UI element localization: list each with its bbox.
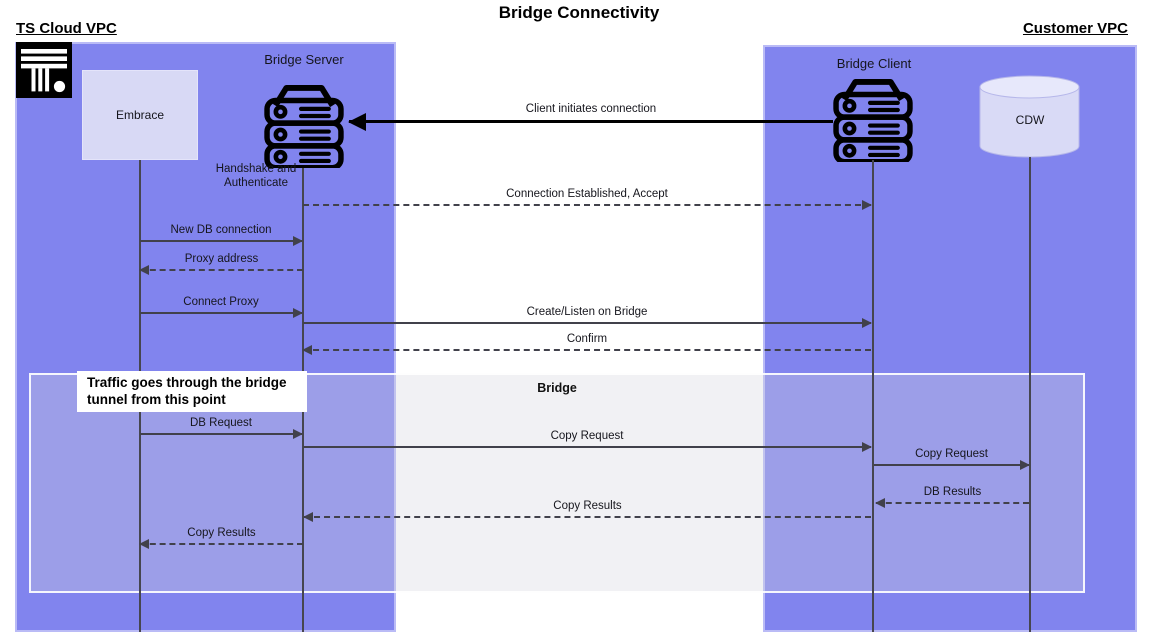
arrowhead-icon	[862, 200, 872, 210]
bridge-client-label: Bridge Client	[836, 56, 912, 71]
participant-embrace: Embrace	[82, 70, 198, 160]
arrowhead-icon	[139, 539, 149, 549]
arrowhead-icon	[139, 265, 149, 275]
database-cylinder-icon	[979, 75, 1080, 158]
message-label: DB Results	[923, 486, 982, 498]
message-label: Copy Results	[187, 527, 256, 539]
message-client-initiates-connection: Client initiates connection	[348, 103, 833, 131]
message-line	[303, 318, 872, 328]
lifeline-cdw	[1029, 157, 1031, 632]
message-line	[303, 512, 871, 522]
message-label: Copy Request	[915, 448, 988, 460]
arrowhead-icon	[303, 512, 313, 522]
arrowhead-icon	[293, 236, 303, 246]
message-connection-established: Connection Established, Accept	[303, 188, 872, 210]
lifeline-bridge-client	[872, 160, 874, 632]
arrowhead-icon	[293, 308, 303, 318]
message-label: Copy Request	[550, 430, 624, 442]
bridge-region-label: Bridge	[537, 381, 577, 395]
message-label: New DB connection	[170, 224, 272, 236]
message-new-db-connection: New DB connection	[140, 224, 303, 246]
message-copy-request-client-to-cdw: Copy Request	[874, 448, 1030, 470]
message-line	[140, 236, 303, 246]
message-connect-proxy: Connect Proxy	[140, 296, 303, 318]
customer-vpc-label: Customer VPC	[1022, 20, 1128, 37]
message-line	[303, 442, 872, 452]
arrowhead-icon	[293, 429, 303, 439]
message-create-listen-on-bridge: Create/Listen on Bridge	[303, 306, 872, 328]
message-copy-results-server-to-embrace: Copy Results	[139, 527, 303, 549]
message-label: Confirm	[566, 333, 608, 345]
message-label: Connect Proxy	[183, 296, 259, 308]
handshake-note: Handshake and Authenticate	[215, 163, 297, 189]
ts-cloud-vpc-label: TS Cloud VPC	[16, 20, 117, 37]
message-line	[874, 460, 1030, 470]
message-line	[303, 200, 872, 210]
message-line	[140, 308, 303, 318]
message-line	[139, 539, 303, 549]
message-label: Create/Listen on Bridge	[526, 306, 648, 318]
message-label: DB Request	[189, 417, 252, 429]
server-stack-icon	[264, 84, 344, 168]
thoughtspot-logo	[16, 42, 72, 98]
message-line	[348, 113, 833, 131]
page-title: Bridge Connectivity	[498, 3, 660, 22]
arrowhead-icon	[348, 113, 366, 131]
message-line	[302, 345, 871, 355]
message-copy-results-client-to-server: Copy Results	[303, 500, 871, 522]
message-copy-request-server-to-client: Copy Request	[303, 430, 872, 452]
message-confirm: Confirm	[302, 333, 871, 355]
message-proxy-address: Proxy address	[139, 253, 303, 275]
message-line	[140, 429, 303, 439]
bridge-server-label: Bridge Server	[264, 52, 344, 67]
arrowhead-icon	[862, 318, 872, 328]
server-stack-icon	[833, 78, 913, 162]
ts-cloud-vpc-region	[15, 42, 396, 632]
message-label: Client initiates connection	[525, 103, 657, 115]
message-line	[875, 498, 1029, 508]
message-db-request: DB Request	[140, 417, 303, 439]
arrowhead-icon	[1020, 460, 1030, 470]
cdw-label: CDW	[1015, 113, 1045, 127]
arrowhead-icon	[875, 498, 885, 508]
arrowhead-icon	[862, 442, 872, 452]
message-label: Connection Established, Accept	[506, 188, 668, 200]
embrace-label: Embrace	[115, 108, 165, 122]
message-label: Proxy address	[184, 253, 259, 265]
arrowhead-icon	[302, 345, 312, 355]
message-db-results: DB Results	[875, 486, 1029, 508]
message-line	[139, 265, 303, 275]
bridge-tunnel-note: Traffic goes through the bridge tunnel f…	[77, 371, 307, 412]
message-label: Copy Results	[553, 500, 622, 512]
